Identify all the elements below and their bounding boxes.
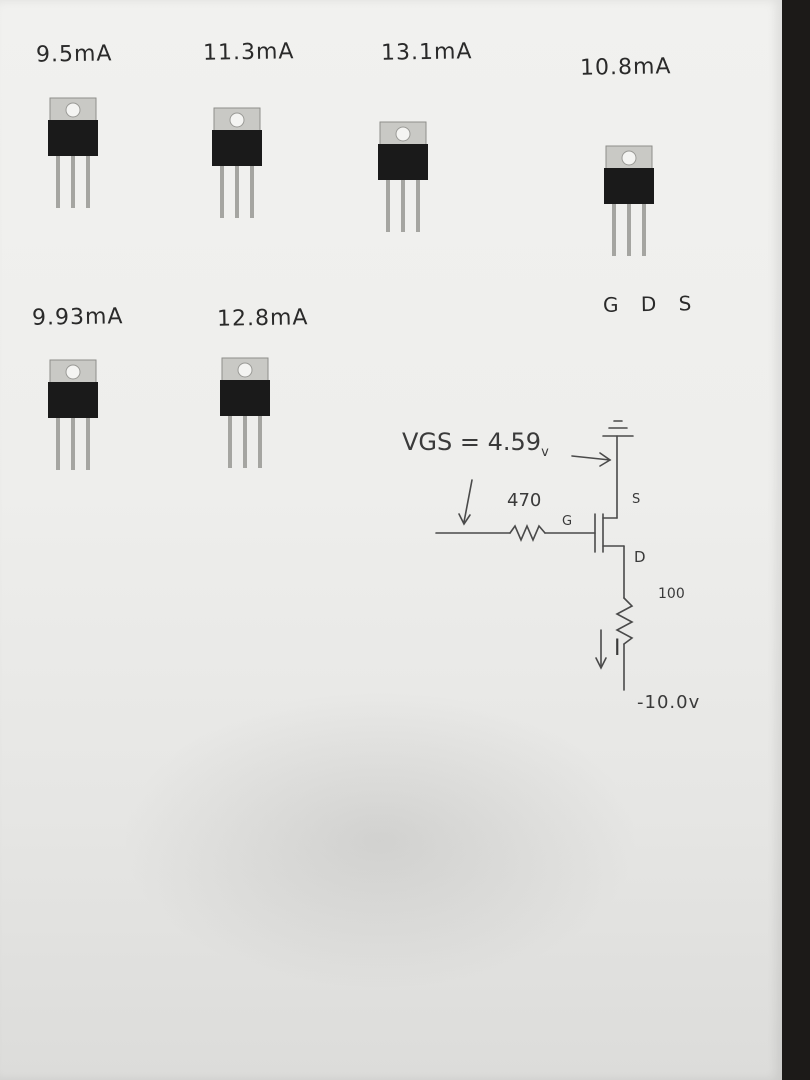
vgs-label: VGS = 4.59v	[402, 428, 549, 460]
drain-resistor-value: 100	[658, 586, 685, 602]
gate-node-arrow-head	[458, 513, 471, 526]
drain-resistor	[615, 597, 634, 645]
drain-pin-label: D	[634, 548, 646, 566]
gate-resistor-value: 470	[507, 490, 542, 511]
source-pin-label: S	[632, 492, 641, 507]
transistor-1	[46, 96, 100, 212]
gate-resistor	[509, 523, 546, 543]
vgs-symbol: VGS	[402, 428, 453, 456]
vgs-arrow	[571, 455, 611, 461]
gate-pin-label: G	[562, 514, 573, 529]
vgs-unit: v	[541, 444, 549, 460]
transistor-3	[376, 120, 430, 236]
vgs-value: = 4.59	[459, 428, 542, 456]
current-label: I	[614, 636, 621, 661]
supply-voltage-label: -10.0v	[637, 692, 701, 713]
vgs-arrow-head	[599, 452, 612, 467]
gate-node-arrow	[463, 479, 473, 523]
transistor-5	[46, 358, 100, 474]
current-arrow-head	[595, 657, 607, 670]
transistor-6	[218, 356, 272, 472]
transistor-2	[210, 106, 264, 222]
camera-shadow	[120, 690, 640, 990]
transistor-4	[602, 144, 656, 260]
